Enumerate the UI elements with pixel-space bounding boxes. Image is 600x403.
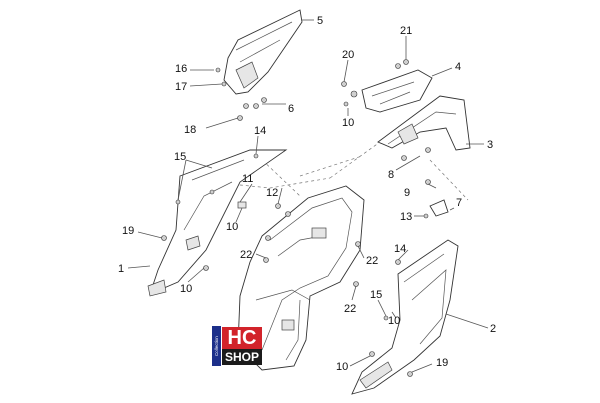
callout-14-top: 14	[254, 125, 266, 137]
callout-6: 6	[288, 103, 294, 115]
callout-1: 1	[118, 263, 124, 275]
callout-10-left: 10	[180, 283, 192, 295]
logo-hc-text: HC	[222, 327, 262, 349]
part-3-mudguard	[377, 95, 471, 185]
callout-10-bottom: 10	[336, 361, 348, 373]
callout-11: 11	[242, 173, 253, 185]
part-1-left-panel	[147, 149, 288, 297]
callout-2: 2	[490, 323, 496, 335]
callout-21: 21	[400, 25, 412, 37]
callout-10-right: 10	[388, 315, 400, 327]
callout-16: 16	[175, 63, 187, 75]
part-7-plate	[423, 199, 449, 219]
part-2-right-panel	[351, 239, 459, 395]
callout-3: 3	[487, 139, 493, 151]
callout-10-mid: 10	[226, 221, 238, 233]
callout-12: 12	[266, 187, 278, 199]
callout-22-bottom: 22	[344, 303, 356, 315]
callout-19-left: 19	[122, 225, 134, 237]
part-4-bracket	[341, 59, 433, 113]
hc-shop-logo: Collection HC SHOP	[212, 326, 262, 366]
callout-10-top: 10	[342, 117, 354, 129]
part-5-upper-cover	[215, 9, 303, 121]
callout-15-right: 15	[370, 289, 382, 301]
callout-22-left: 22	[240, 249, 252, 261]
callout-8: 8	[388, 169, 394, 181]
callout-14-right: 14	[394, 243, 406, 255]
callout-17: 17	[175, 81, 187, 93]
callout-15-left: 15	[174, 151, 186, 163]
callout-22-right: 22	[366, 255, 378, 267]
callout-7: 7	[456, 197, 462, 209]
rear-frame	[237, 185, 365, 371]
logo-shop-text: SHOP	[222, 349, 262, 365]
callout-5: 5	[317, 15, 323, 27]
callout-4: 4	[455, 61, 461, 73]
callout-13: 13	[400, 211, 412, 223]
logo-side-text: Collection	[212, 326, 221, 366]
callout-18: 18	[184, 124, 196, 136]
leader-lines	[127, 19, 489, 373]
callout-labels: 5 16 17 6 18 20 10 21 4 3 8 9 7 13 15 14…	[118, 15, 496, 373]
callout-19-right: 19	[436, 357, 448, 369]
callout-9: 9	[404, 187, 410, 199]
callout-20: 20	[342, 49, 354, 61]
